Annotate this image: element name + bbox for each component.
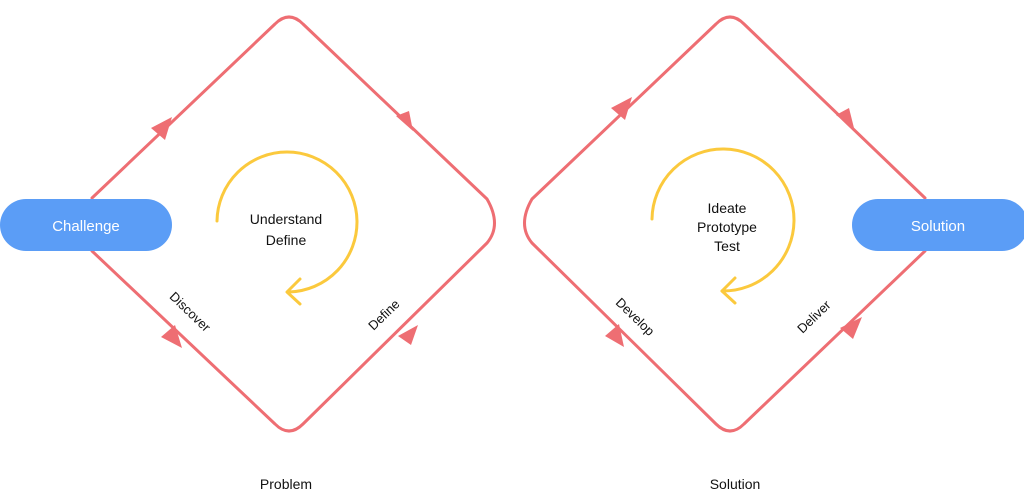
- arrow-discover-up-icon: [151, 117, 172, 140]
- solution-pill: [852, 199, 1024, 251]
- problem-cycle-arc: [215, 150, 359, 294]
- problem-cycle-arrowhead-icon: [285, 277, 302, 306]
- arrow-define-up-icon: [398, 325, 418, 345]
- solution-diamond-outline: [523, 15, 927, 433]
- problem-diamond-outline: [90, 15, 496, 433]
- solution-cycle-arrowhead-icon: [720, 276, 737, 305]
- problem-center-line-1: Understand: [250, 211, 322, 227]
- arrow-deliver-right-icon: [836, 108, 854, 128]
- edge-label-deliver: Deliver: [794, 297, 834, 336]
- arrow-define-down-icon: [396, 111, 413, 131]
- arrow-develop-up-icon: [611, 97, 632, 120]
- arrow-deliver-up-icon: [840, 317, 862, 339]
- arrow-discover-down-icon: [161, 325, 182, 348]
- challenge-pill: [0, 199, 172, 251]
- arrow-develop-down-icon: [605, 324, 624, 347]
- solution-center-line-2: Prototype: [697, 219, 757, 235]
- solution-center-line-1: Ideate: [708, 200, 747, 216]
- edge-label-define: Define: [365, 296, 402, 333]
- challenge-label: Challenge: [52, 218, 120, 235]
- solution-pill-label: Solution: [911, 218, 965, 235]
- problem-caption: Problem: [260, 476, 312, 492]
- solution-caption: Solution: [710, 476, 761, 492]
- solution-center-line-3: Test: [714, 238, 740, 254]
- problem-center-line-2: Define: [266, 232, 307, 248]
- solution-cycle-arc: [650, 147, 796, 293]
